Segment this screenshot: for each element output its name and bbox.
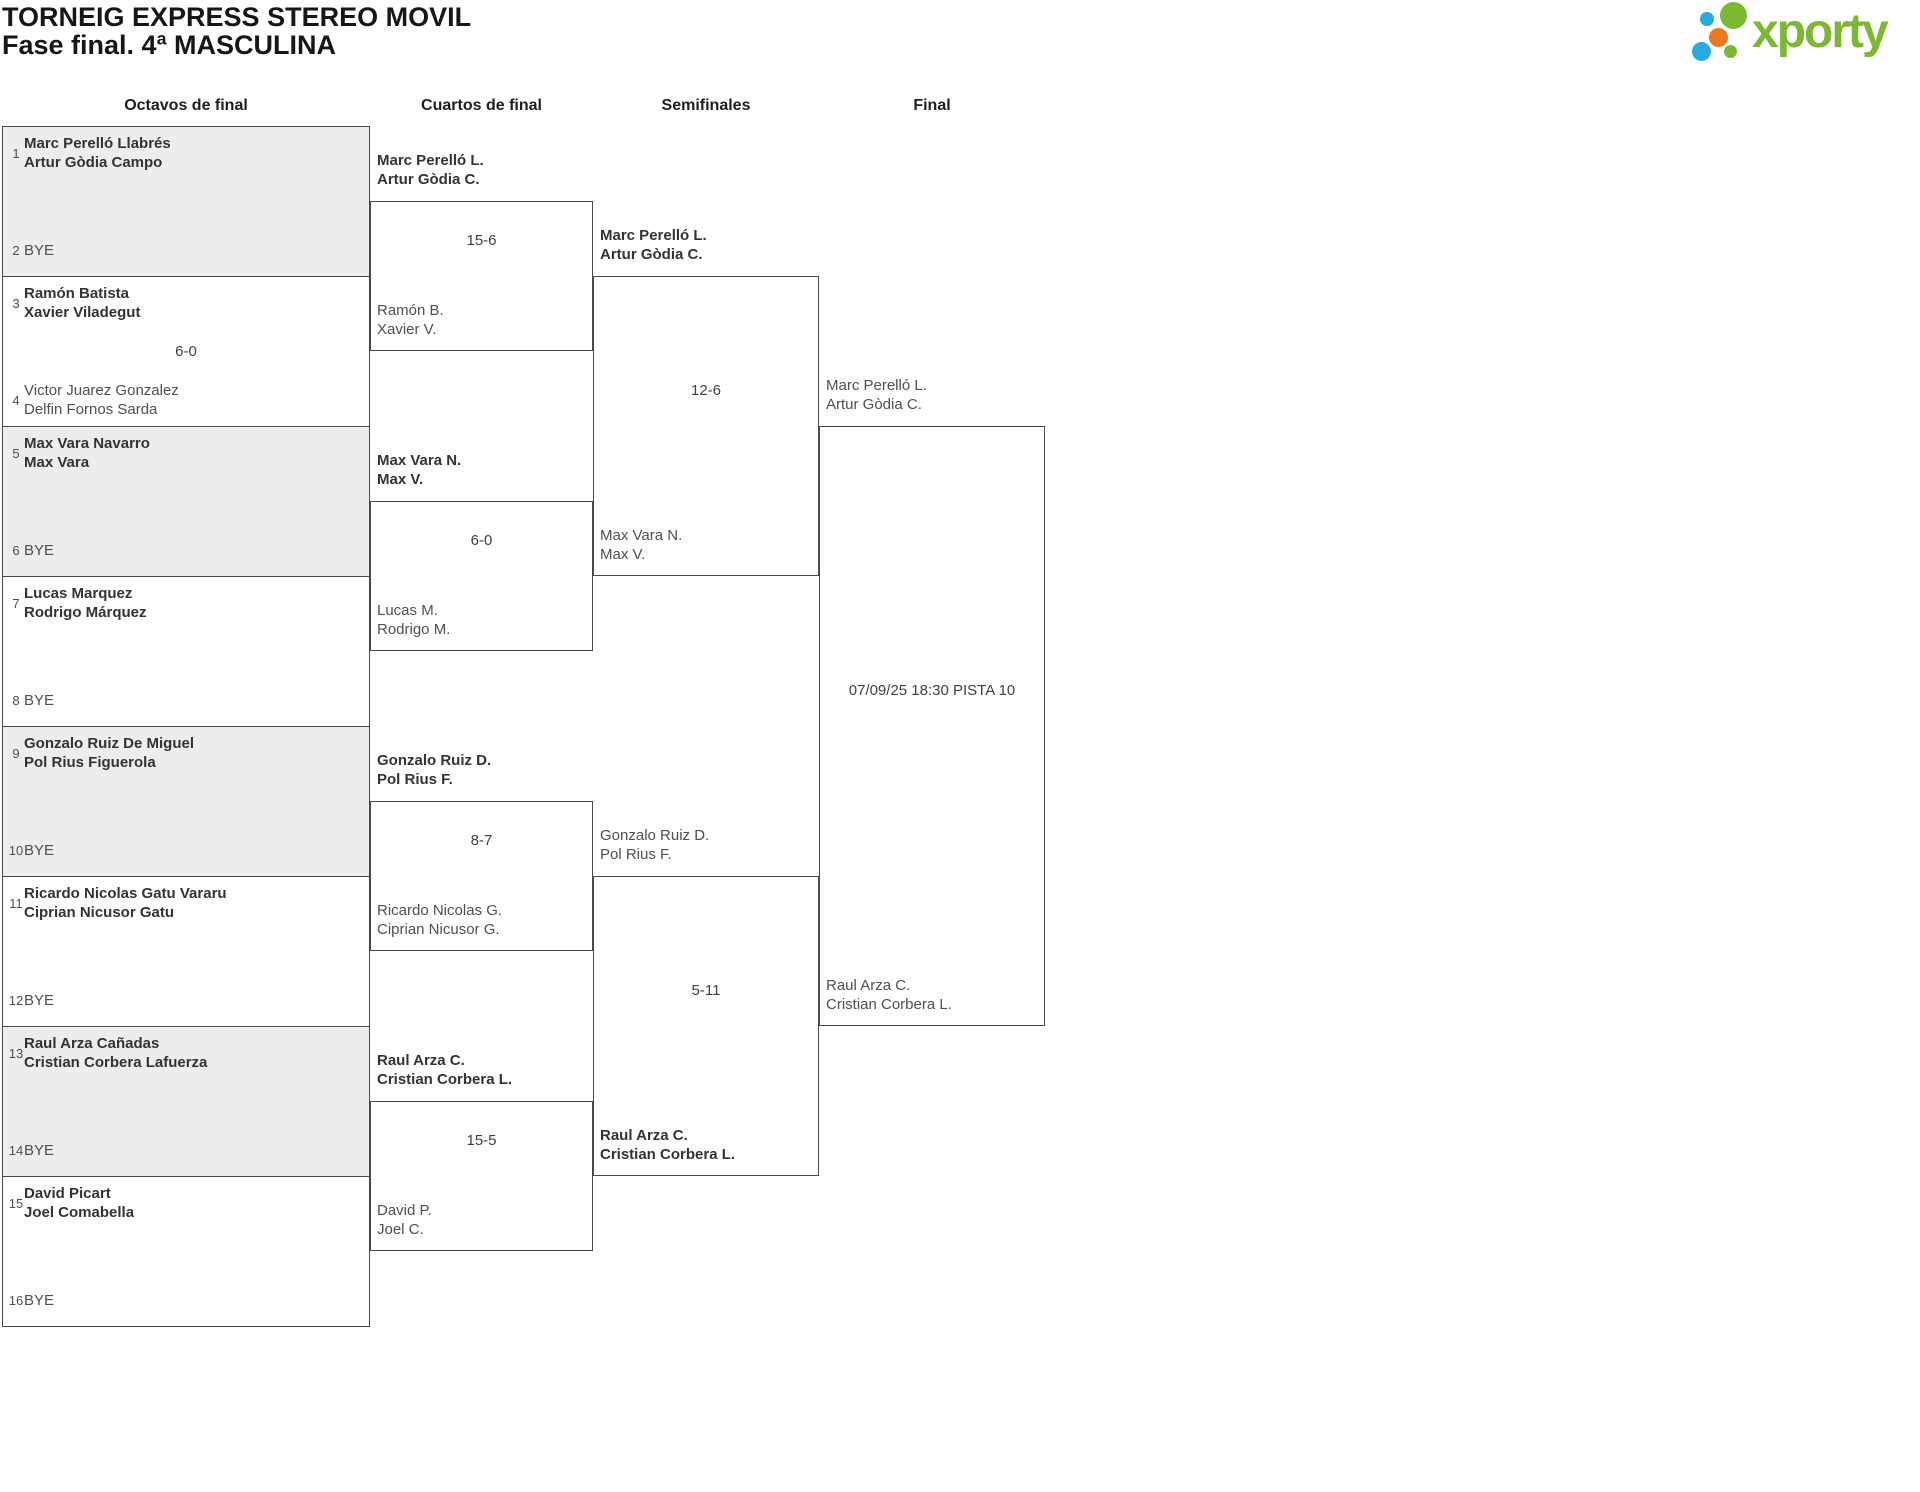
match-connector	[370, 501, 593, 651]
round-header-3: Semifinales	[661, 97, 751, 114]
team-label: Raul Arza C.Cristian Corbera L.	[377, 1052, 513, 1088]
logo-wordmark: xporty	[1752, 5, 1889, 58]
match-connector	[370, 201, 593, 351]
match-score: 6-0	[470, 532, 493, 549]
team-label: Gonzalo Ruiz D.Pol Rius F.	[600, 827, 710, 863]
seed-number: 2	[12, 242, 20, 258]
match-score: 12-6	[690, 382, 722, 399]
match-connector	[593, 276, 819, 576]
team-name: BYE	[24, 691, 55, 709]
logo-dot-blue-medium	[1692, 42, 1711, 61]
team-name: BYE	[24, 241, 55, 259]
team-label: Marc Perelló L.Artur Gòdia C.	[600, 227, 707, 263]
match-score: 5-11	[691, 982, 721, 999]
team-label: Raul Arza C.Cristian Corbera L.	[826, 977, 952, 1013]
team-label: Marc Perelló L.Artur Gòdia C.	[826, 377, 927, 413]
seed-number: 10	[8, 842, 24, 858]
logo-dot-blue-small	[1700, 12, 1714, 26]
team-label: Gonzalo Ruiz D.Pol Rius F.	[377, 752, 492, 788]
match-connector	[819, 426, 1045, 1026]
match-connector	[370, 1101, 593, 1251]
team-name: BYE	[24, 541, 55, 559]
page-subtitle: Fase final. 4ª MASCULINA	[2, 30, 337, 60]
logo-dot-orange	[1709, 28, 1728, 47]
team-label: Marc Perelló L.Artur Gòdia C.	[377, 152, 484, 188]
round-header-2: Cuartos de final	[421, 97, 542, 114]
page-title: TORNEIG EXPRESS STEREO MOVIL	[2, 2, 472, 32]
match-score: 15-5	[466, 1132, 497, 1149]
logo-dot-green-large	[1720, 2, 1747, 29]
seed-number: 13	[8, 1045, 24, 1061]
final-match-schedule: 07/09/25 18:30 PISTA 10	[848, 682, 1016, 699]
team-name: BYE	[24, 991, 55, 1009]
seed-number: 16	[8, 1292, 24, 1308]
seed-number: 14	[8, 1142, 24, 1158]
round-header-4: Final	[913, 97, 951, 114]
xporty-logo: xporty	[1690, 0, 1916, 70]
match-score: 15-6	[466, 232, 497, 249]
match-connector	[370, 801, 593, 951]
seed-number: 7	[12, 595, 20, 611]
team-name: BYE	[24, 1141, 55, 1159]
logo-dot-green-small	[1724, 45, 1737, 58]
seed-number: 9	[12, 745, 20, 761]
team-name: BYE	[24, 1291, 55, 1309]
round-header-1: Octavos de final	[124, 97, 248, 114]
seed-number: 6	[12, 542, 20, 558]
team-name: BYE	[24, 841, 55, 859]
team-label: Max Vara N.Max V.	[600, 527, 683, 563]
team-label: Ricardo Nicolas G.Ciprian Nicusor G.	[377, 902, 503, 938]
team-label: Ramón B.Xavier V.	[377, 302, 444, 338]
match-connector	[593, 876, 819, 1176]
seed-number: 8	[12, 692, 20, 708]
seed-number: 4	[12, 392, 20, 408]
seed-number: 1	[12, 145, 20, 161]
team-label: Lucas M.Rodrigo M.	[377, 602, 451, 638]
match-score: 6-0	[175, 343, 197, 360]
team-label: Raul Arza C.Cristian Corbera L.	[600, 1127, 736, 1163]
seed-number: 12	[8, 992, 24, 1008]
seed-number: 5	[12, 445, 20, 461]
seed-number: 11	[9, 895, 23, 911]
team-label: David P.Joel C.	[377, 1202, 432, 1238]
seed-number: 3	[12, 295, 20, 311]
match-score: 8-7	[470, 832, 493, 849]
seed-number: 15	[8, 1195, 24, 1211]
team-label: Max Vara N.Max V.	[377, 452, 462, 488]
